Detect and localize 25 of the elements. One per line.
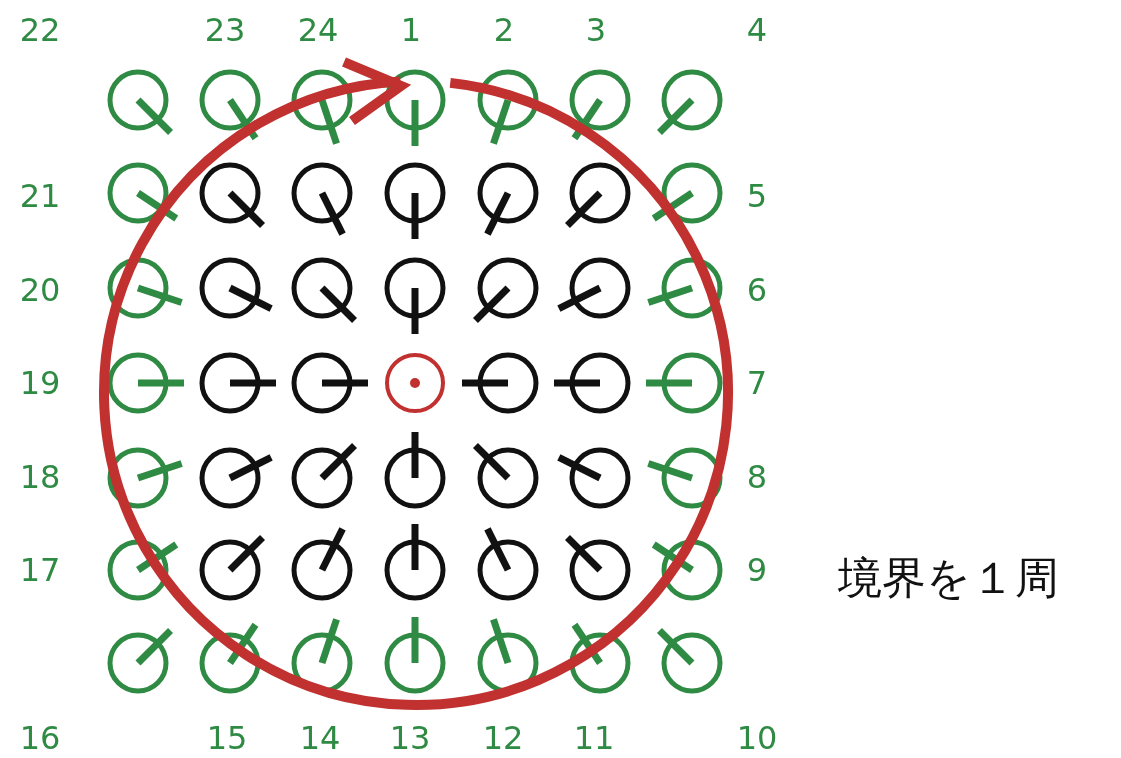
position-number: 12: [482, 722, 524, 754]
position-number: 23: [204, 14, 246, 46]
position-number: 1: [400, 14, 422, 46]
position-number: 19: [19, 367, 61, 399]
position-number: 2: [493, 14, 515, 46]
position-number: 7: [746, 367, 768, 399]
position-number: 20: [19, 274, 61, 306]
position-number: 13: [389, 722, 431, 754]
position-number: 5: [746, 180, 768, 212]
position-number: 6: [746, 274, 768, 306]
position-number: 3: [585, 14, 607, 46]
position-number: 10: [736, 722, 778, 754]
position-number: 17: [19, 554, 61, 586]
position-number: 4: [746, 14, 768, 46]
position-number: 24: [297, 14, 339, 46]
caption-text: 境界を１周: [838, 556, 1059, 600]
position-number: 22: [19, 14, 61, 46]
position-number: 15: [206, 722, 248, 754]
position-number: 16: [19, 722, 61, 754]
position-number: 8: [746, 461, 768, 493]
position-number: 21: [19, 180, 61, 212]
position-number: 18: [19, 461, 61, 493]
position-number: 11: [573, 722, 615, 754]
position-number: 14: [299, 722, 341, 754]
position-number: 9: [746, 554, 768, 586]
